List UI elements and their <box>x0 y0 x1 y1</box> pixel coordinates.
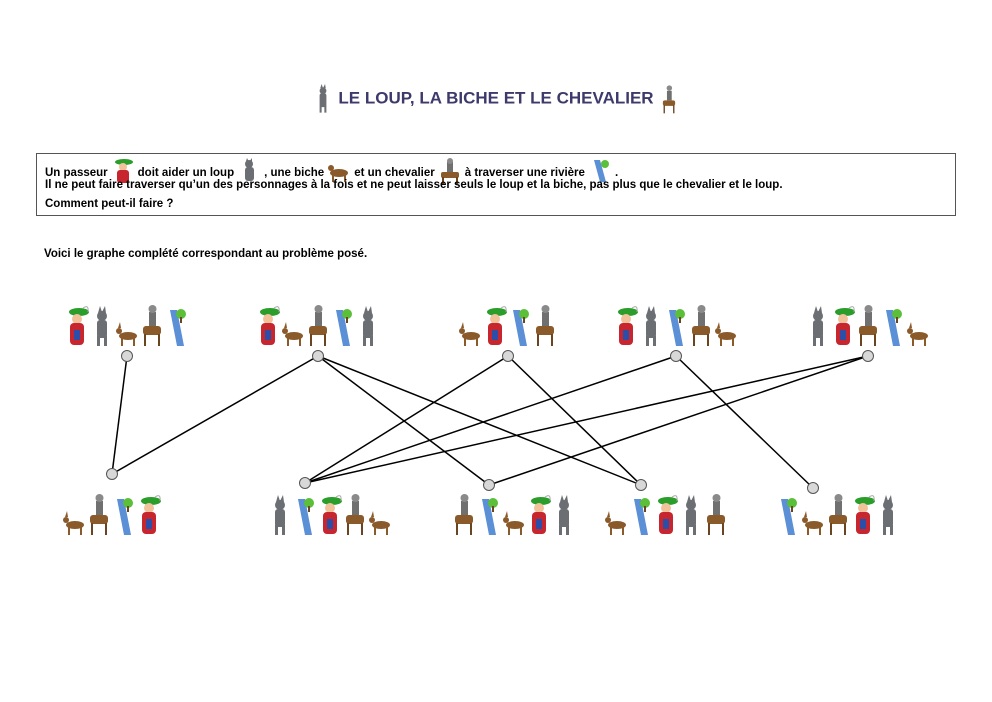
state-B3 <box>452 487 576 537</box>
knight-icon <box>856 304 880 348</box>
graph-node-T5 <box>862 350 874 362</box>
knight-icon <box>438 158 462 184</box>
graph-node-B4 <box>635 479 647 491</box>
graph-node-T3 <box>502 350 514 362</box>
deer-icon <box>458 304 482 348</box>
graph-intro: Voici le graphe complété correspondant a… <box>44 248 368 260</box>
river-icon <box>508 304 532 348</box>
knight-icon <box>704 493 728 537</box>
wolf-icon <box>876 493 900 537</box>
ferryman-icon <box>483 304 507 348</box>
deer-icon <box>368 493 392 537</box>
wolf-icon <box>268 493 292 537</box>
deer-icon <box>714 304 738 348</box>
graph-node-B1 <box>106 468 118 480</box>
knight-icon <box>689 304 713 348</box>
knight-icon <box>306 304 330 348</box>
river-icon <box>293 493 317 537</box>
deer-icon <box>327 158 351 184</box>
problem-line-3: Comment peut-il faire ? <box>45 198 174 210</box>
title-text: LE LOUP, LA BICHE ET LE CHEVALIER <box>338 88 654 108</box>
state-T3 <box>458 298 557 348</box>
knight-icon <box>826 493 850 537</box>
river-icon <box>112 493 136 537</box>
knight-icon <box>87 493 111 537</box>
graph-edge-T1-B1 <box>111 355 128 475</box>
knight-icon <box>452 493 476 537</box>
wolf-icon <box>679 493 703 537</box>
state-T1 <box>65 298 189 348</box>
deer-icon <box>281 304 305 348</box>
graph-edge-T3-B4 <box>507 355 642 486</box>
problem-line-2: Il ne peut faire traverser qu’un des per… <box>45 179 783 191</box>
knight-icon <box>658 84 680 114</box>
graph-edge-T5-B3 <box>488 355 869 486</box>
ferryman-icon <box>318 493 342 537</box>
knight-icon <box>533 304 557 348</box>
river-icon <box>664 304 688 348</box>
state-B1 <box>62 487 161 537</box>
ferryman-icon <box>654 493 678 537</box>
ferryman-icon <box>137 493 161 537</box>
knight-icon <box>140 304 164 348</box>
wolf-icon <box>237 158 261 184</box>
state-B5 <box>776 487 900 537</box>
graph-edge-T4-B2 <box>304 355 677 484</box>
river-icon <box>776 493 800 537</box>
wolf-icon <box>806 304 830 348</box>
state-T2 <box>256 298 380 348</box>
deer-icon <box>906 304 930 348</box>
river-icon <box>629 493 653 537</box>
graph-edge-T5-B2 <box>304 355 869 484</box>
state-T5 <box>806 298 930 348</box>
knight-icon <box>343 493 367 537</box>
river-icon <box>588 158 612 184</box>
deer-icon <box>502 493 526 537</box>
ferryman-icon <box>851 493 875 537</box>
wolf-icon <box>552 493 576 537</box>
graph-edge-T2-B4 <box>317 355 642 486</box>
ferryman-icon <box>256 304 280 348</box>
state-B4 <box>604 487 728 537</box>
page-title: LE LOUP, LA BICHE ET LE CHEVALIER <box>0 84 992 114</box>
wolf-icon <box>312 84 334 114</box>
ferryman-icon <box>111 158 135 184</box>
deer-icon <box>604 493 628 537</box>
river-icon <box>477 493 501 537</box>
graph-node-B2 <box>299 477 311 489</box>
state-B2 <box>268 487 392 537</box>
wolf-icon <box>90 304 114 348</box>
ferryman-icon <box>527 493 551 537</box>
wolf-icon <box>639 304 663 348</box>
graph-node-B3 <box>483 479 495 491</box>
state-T4 <box>614 298 738 348</box>
graph-edge-T4-B5 <box>675 355 814 489</box>
graph-edge-T2-B1 <box>111 355 319 475</box>
deer-icon <box>62 493 86 537</box>
graph-node-T2 <box>312 350 324 362</box>
river-icon <box>165 304 189 348</box>
ferryman-icon <box>65 304 89 348</box>
deer-icon <box>115 304 139 348</box>
wolf-icon <box>356 304 380 348</box>
graph-edge-T3-B2 <box>304 355 509 484</box>
river-icon <box>331 304 355 348</box>
river-icon <box>881 304 905 348</box>
graph-node-T4 <box>670 350 682 362</box>
ferryman-icon <box>614 304 638 348</box>
graph-node-B5 <box>807 482 819 494</box>
deer-icon <box>801 493 825 537</box>
graph-node-T1 <box>121 350 133 362</box>
ferryman-icon <box>831 304 855 348</box>
